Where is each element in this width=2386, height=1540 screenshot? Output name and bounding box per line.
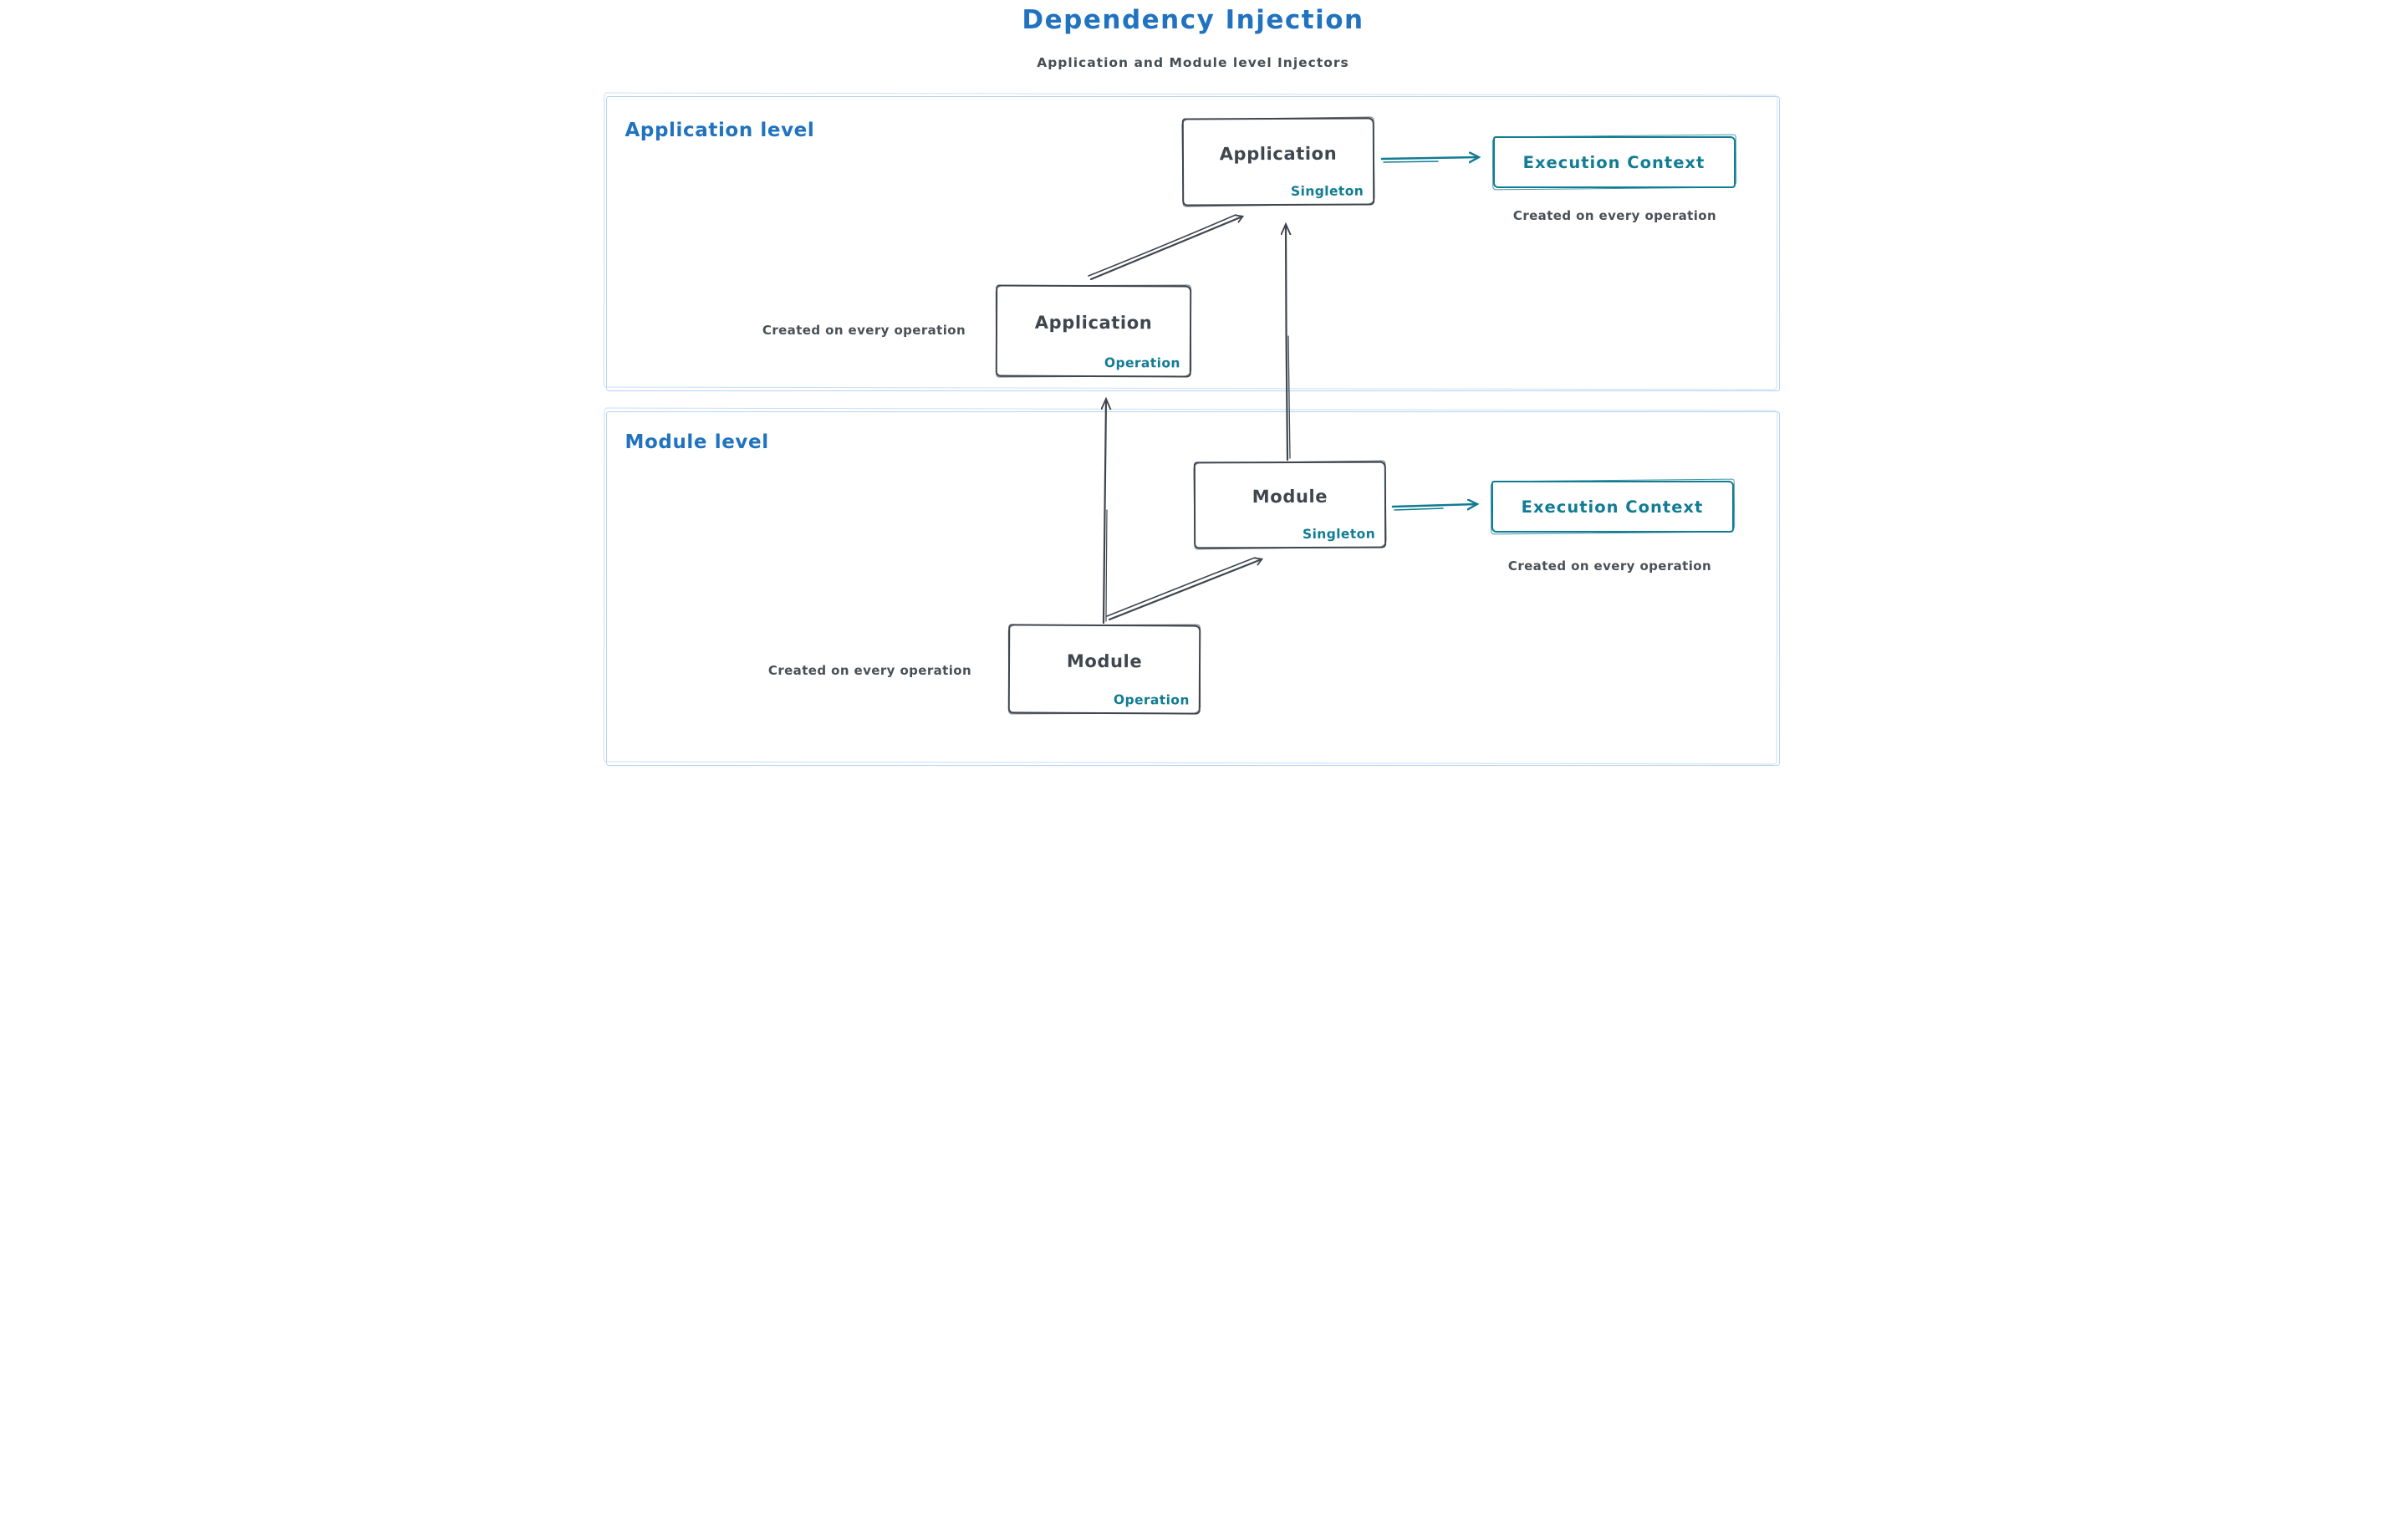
diagram-title: Dependency Injection [1022, 5, 1364, 35]
application-operation-caption: Created on every operation [762, 323, 966, 338]
application-operation-scope-label: Operation [1104, 355, 1180, 371]
diagram-subtitle: Application and Module level Injectors [1037, 55, 1349, 70]
module-operation-caption: Created on every operation [767, 663, 972, 678]
application-execution-context-box: Execution Context [1492, 136, 1736, 188]
module-singleton-scope-label: Singleton [1302, 526, 1375, 542]
module-singleton-title: Module [1252, 486, 1328, 507]
module-execution-context-label: Execution Context [1521, 497, 1704, 517]
application-operation-box: Application Operation [995, 284, 1191, 378]
module-execution-context-box: Execution Context [1491, 481, 1734, 533]
application-singleton-title: Application [1219, 143, 1337, 164]
module-operation-title: Module [1066, 650, 1142, 671]
application-singleton-box: Application Singleton [1181, 117, 1374, 207]
application-execution-context-label: Execution Context [1522, 152, 1705, 172]
application-level-frame [605, 96, 1780, 391]
module-operation-scope-label: Operation [1113, 692, 1190, 708]
module-singleton-box: Module Singleton [1193, 461, 1386, 549]
module-execution-context-caption: Created on every operation [1507, 558, 1712, 574]
application-operation-title: Application [1034, 312, 1152, 334]
diagram-canvas: Dependency Injection Application and Mod… [596, 0, 1790, 770]
application-execution-context-caption: Created on every operation [1512, 208, 1717, 223]
module-operation-box: Module Operation [1007, 624, 1201, 715]
application-level-label: Application level [625, 120, 815, 141]
module-level-label: Module level [625, 431, 769, 453]
module-level-frame [605, 411, 1780, 766]
application-singleton-scope-label: Singleton [1290, 183, 1364, 199]
